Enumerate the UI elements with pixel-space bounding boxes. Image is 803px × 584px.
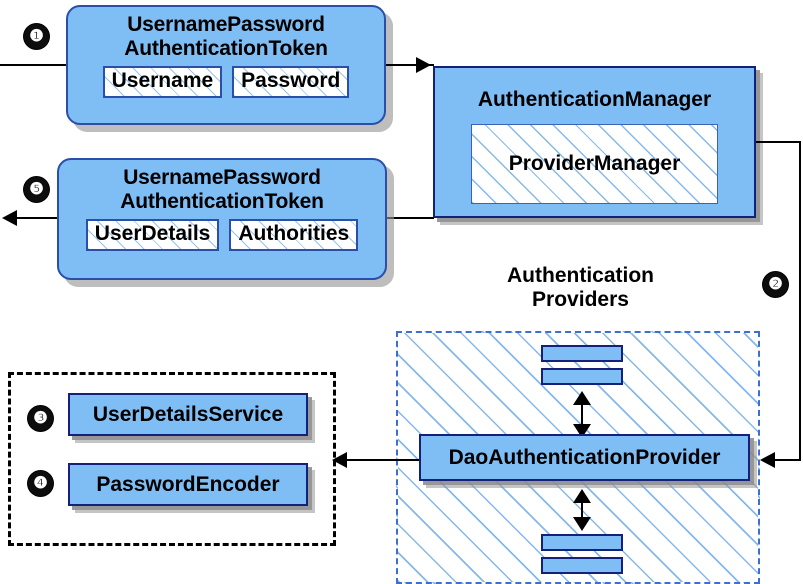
response-token-slot-authorities: Authorities bbox=[229, 219, 359, 252]
provider-stub-bar-bottom-2 bbox=[541, 557, 623, 574]
request-token-slot-username: Username bbox=[102, 66, 223, 99]
request-token-slot-password: Password bbox=[232, 66, 350, 99]
user-details-service-title: UserDetailsService bbox=[92, 402, 284, 426]
manager-to-provider-arrow-icon bbox=[760, 452, 775, 468]
step-badge-3: ❸ bbox=[28, 406, 53, 431]
provider-manager-panel: ProviderManager bbox=[471, 124, 718, 204]
step-badge-2: ❷ bbox=[763, 272, 788, 297]
response-token-title-line2: AuthenticationToken bbox=[120, 189, 324, 213]
response-exit-arrow-icon bbox=[2, 210, 17, 226]
request-token-slots: Username Password bbox=[68, 60, 384, 99]
provider-to-services-line bbox=[345, 459, 419, 461]
response-authentication-token-card: UsernamePassword AuthenticationToken Use… bbox=[57, 158, 387, 280]
providers-caption-line2: Providers bbox=[532, 288, 629, 312]
authentication-manager-title: AuthenticationManager bbox=[477, 88, 712, 111]
request-token-title-line1: UsernamePassword bbox=[127, 13, 325, 36]
dao-authentication-provider-title: DaoAuthenticationProvider bbox=[448, 445, 721, 469]
provider-link-bottom-down-arrow-icon bbox=[573, 517, 591, 531]
provider-stub-bar-top-2 bbox=[541, 368, 623, 385]
authentication-providers-caption: Authentication Providers bbox=[468, 264, 693, 312]
request-token-title-line2: AuthenticationToken bbox=[124, 36, 328, 60]
manager-to-response-token-line bbox=[386, 217, 434, 219]
step-badge-4: ❹ bbox=[28, 471, 53, 496]
request-authentication-token-card: UsernamePassword AuthenticationToken Use… bbox=[66, 5, 386, 125]
response-token-to-exit-line bbox=[15, 217, 68, 219]
collaborators-region bbox=[8, 372, 336, 546]
provider-link-top-line bbox=[581, 398, 583, 426]
manager-to-provider-line-top bbox=[756, 141, 801, 143]
response-token-slots: UserDetails Authorities bbox=[59, 213, 385, 252]
password-encoder-title: PasswordEncoder bbox=[96, 472, 280, 496]
response-token-title-line1: UsernamePassword bbox=[123, 166, 321, 189]
provider-link-bottom-line bbox=[581, 496, 583, 519]
manager-to-provider-line-bottom bbox=[773, 459, 801, 461]
response-token-title: UsernamePassword AuthenticationToken bbox=[59, 160, 385, 213]
step-badge-5: ❺ bbox=[24, 177, 49, 202]
request-token-title: UsernamePassword AuthenticationToken bbox=[68, 7, 384, 60]
password-encoder-box: PasswordEncoder bbox=[68, 463, 308, 506]
user-details-service-box: UserDetailsService bbox=[68, 393, 308, 436]
providers-caption-line1: Authentication bbox=[507, 264, 654, 287]
provider-stub-bar-top-1 bbox=[541, 345, 623, 362]
manager-to-provider-line-vertical bbox=[799, 141, 801, 460]
dao-authentication-provider-box: DaoAuthenticationProvider bbox=[419, 434, 750, 481]
response-token-slot-userdetails: UserDetails bbox=[85, 219, 220, 252]
token-to-manager-line bbox=[386, 64, 434, 66]
authentication-manager-box: AuthenticationManager ProviderManager bbox=[433, 66, 756, 218]
token-to-manager-arrow-icon bbox=[416, 57, 431, 73]
step-badge-1: ❶ bbox=[24, 24, 49, 49]
incoming-request-line bbox=[0, 64, 68, 66]
provider-stub-bar-bottom-1 bbox=[541, 534, 623, 551]
